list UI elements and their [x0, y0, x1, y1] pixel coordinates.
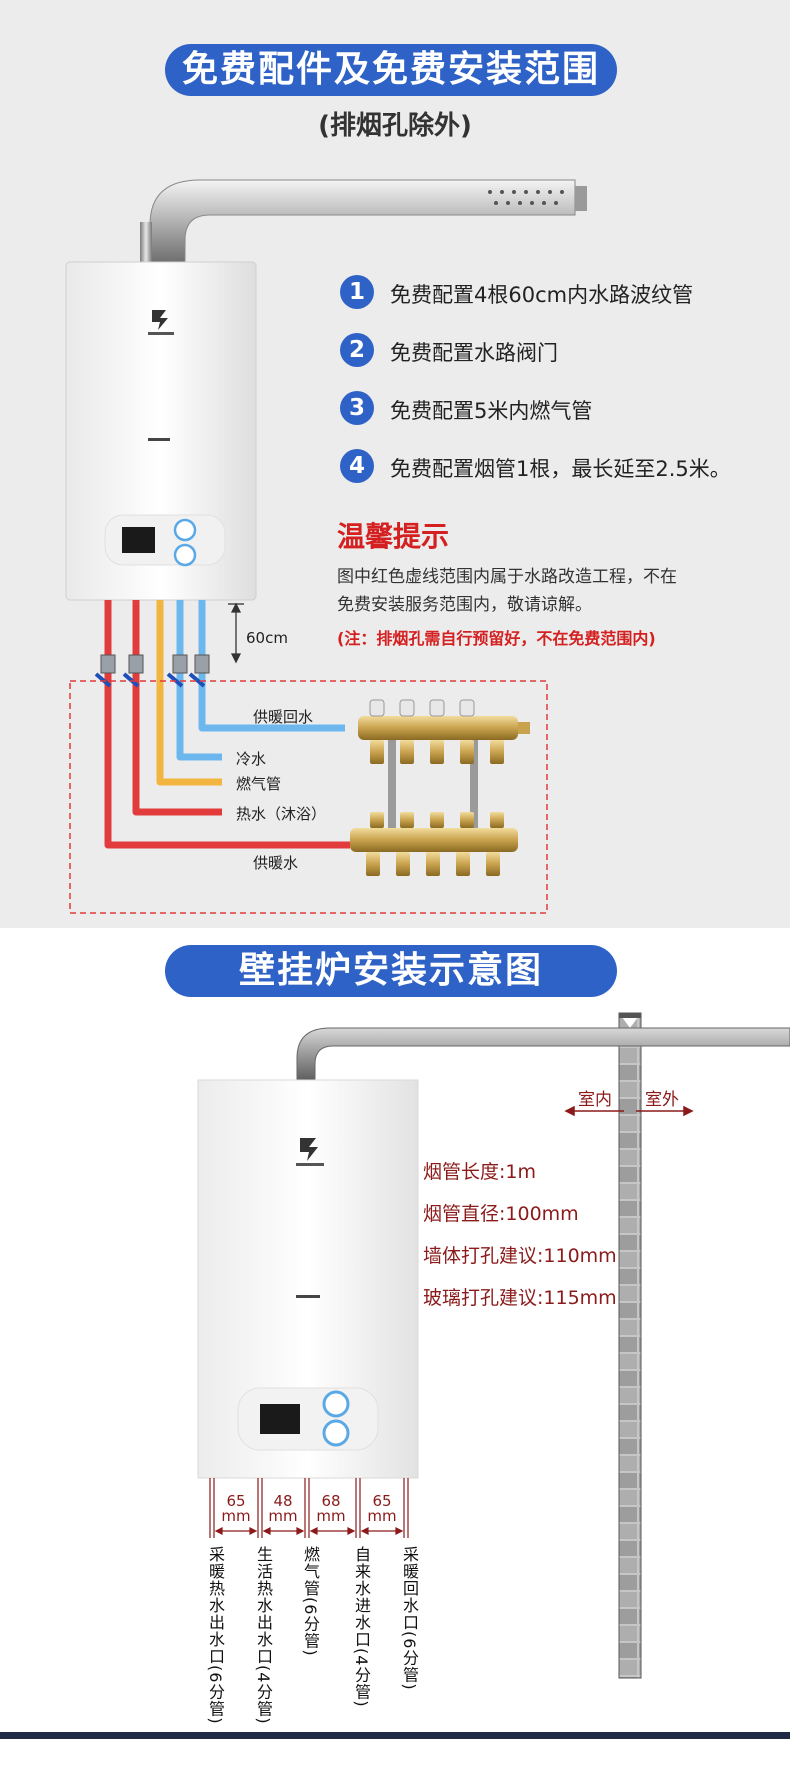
pipe-label-heating-supply: 供暖水: [253, 854, 299, 872]
indoor-outdoor-arrows: [564, 1105, 694, 1117]
item-number-1: 1: [340, 275, 374, 309]
item-number-3: 3: [340, 391, 374, 425]
water-manifold: [350, 699, 530, 876]
brand-logo-icon: [152, 310, 168, 330]
valves: [100, 654, 210, 674]
pipe-label-hot-water: 热水（沐浴）: [236, 805, 327, 823]
tip-line-1: 图中红色虚线范围内属于水路改造工程，不在: [337, 567, 677, 587]
wall: [618, 1012, 642, 1679]
outlet-heating-return: 采暖回水口(6分管): [400, 1546, 419, 1691]
boiler-display: [122, 527, 155, 553]
spec-glass-hole: 玻璃打孔建议:115mm: [423, 1287, 617, 1309]
flue-pipe: [140, 179, 587, 264]
water-modification-area: [69, 680, 548, 914]
tip-note: (注：排烟孔需自行预留好，不在免费范围内): [337, 629, 656, 648]
tip-title: 温馨提示: [337, 520, 450, 553]
knob-icon: [322, 1419, 350, 1447]
spec-flue-diameter: 烟管直径:100mm: [423, 1203, 579, 1225]
outlet-heating-hot-water: 采暖热水出水口(6分管): [206, 1546, 225, 1725]
free-accessories-section: 免费配件及免费安装范围 (排烟孔除外) 1 免费配置4根60cm内水路波纹管 2…: [0, 0, 790, 928]
outdoor-label: 室外: [645, 1090, 679, 1110]
knob-icon: [173, 543, 197, 567]
free-item-2: 免费配置水路阀门: [390, 341, 558, 365]
pipe-label-cold-water: 冷水: [236, 750, 267, 768]
section-title: 免费配件及免费安装范围: [165, 44, 617, 96]
flue-pipe: [296, 1027, 790, 1081]
section-subtitle: (排烟孔除外): [318, 111, 472, 141]
installation-diagram: [0, 1012, 790, 1739]
outlet-pipes: [209, 1478, 409, 1538]
free-item-4: 免费配置烟管1根，最长延至2.5米。: [390, 457, 731, 481]
outlet-gas-pipe: 燃气管(6分管): [301, 1546, 320, 1657]
brand-logo-icon: [300, 1138, 318, 1161]
outlet-domestic-hot-water: 生活热水出水口(4分管): [254, 1546, 273, 1725]
outlet-tap-water-inlet: 自来水进水口(4分管): [352, 1546, 371, 1708]
free-item-3: 免费配置5米内燃气管: [390, 399, 593, 423]
installation-diagram-section: 壁挂炉安装示意图 室内 室外 烟管长度:1m 烟管直径:100mm 墙体打孔建议…: [0, 928, 790, 1779]
item-number-4: 4: [340, 449, 374, 483]
pipe-label-heating-return: 供暖回水: [253, 708, 314, 726]
knob-icon: [322, 1390, 350, 1418]
pipe-label-gas: 燃气管: [236, 775, 282, 793]
distance-marker: [228, 602, 244, 664]
boiler-display: [260, 1404, 300, 1434]
distance-label: 60cm: [246, 629, 288, 647]
dimension-arrows: [214, 1527, 404, 1535]
spec-flue-length: 烟管长度:1m: [423, 1161, 536, 1183]
knob-icon: [173, 518, 197, 542]
boiler-unit: [197, 1079, 419, 1479]
indoor-label: 室内: [578, 1090, 612, 1110]
section-title: 壁挂炉安装示意图: [165, 945, 617, 997]
boiler-unit: [65, 261, 257, 601]
free-item-1: 免费配置4根60cm内水路波纹管: [390, 283, 694, 307]
valve-handles: [94, 672, 206, 688]
installation-illustration: [65, 179, 587, 914]
floor: [0, 1732, 790, 1739]
spec-wall-hole: 墙体打孔建议:110mm: [423, 1245, 617, 1267]
tip-line-2: 免费安装服务范围内，敬请谅解。: [337, 595, 592, 615]
item-number-2: 2: [340, 333, 374, 367]
